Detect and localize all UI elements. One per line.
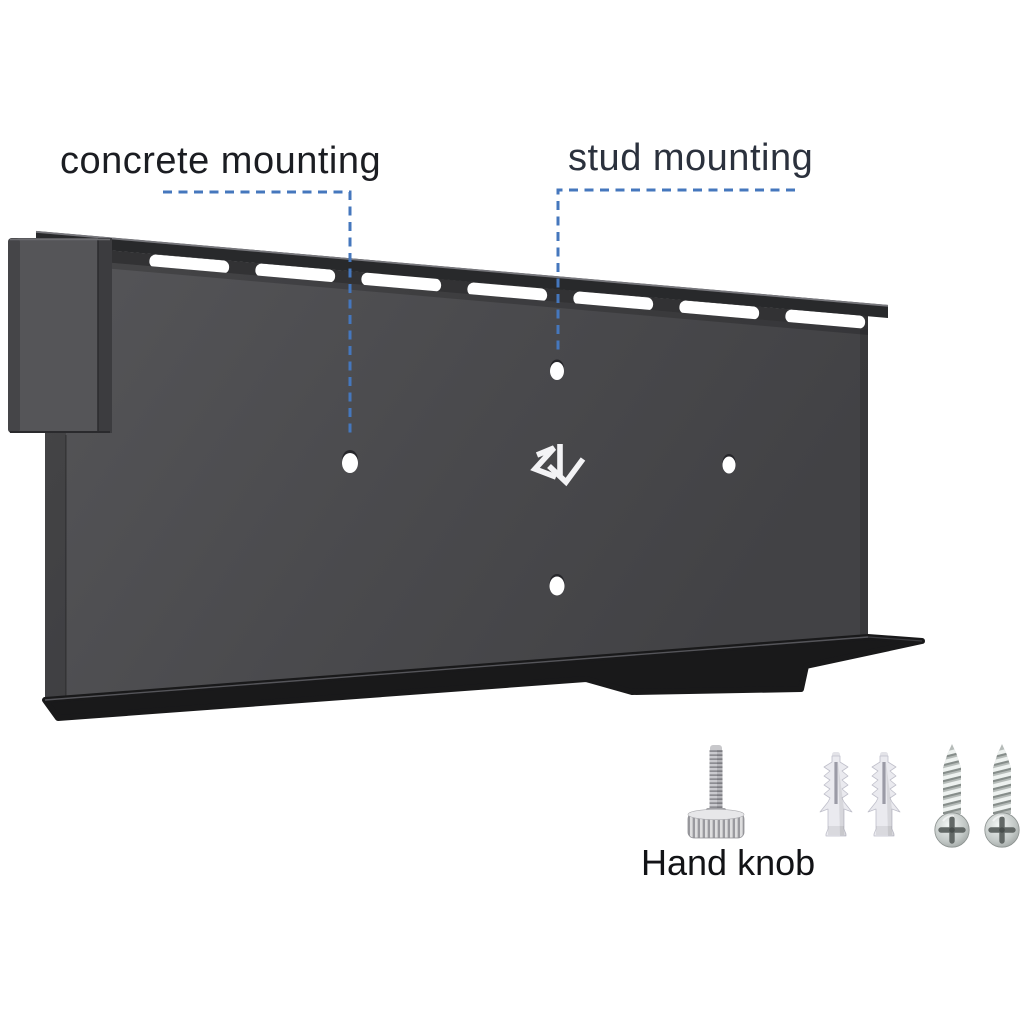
wall-anchor-icon — [867, 751, 901, 837]
screw-icon — [935, 744, 969, 847]
concrete-mounting-label: concrete mounting — [60, 140, 382, 182]
screw-icon — [985, 744, 1019, 847]
mount-hole-bottom — [549, 574, 565, 596]
mount-hole-concrete — [342, 450, 358, 473]
mount-hole-stud — [550, 359, 564, 380]
bracket-top-rail — [35, 230, 889, 318]
leader-line-concrete — [163, 190, 352, 438]
hand-knob-icon — [687, 745, 745, 839]
wall-anchor-icon — [819, 751, 853, 837]
stud-mounting-label: stud mounting — [568, 137, 814, 179]
mount-holes — [342, 359, 736, 596]
bracket-face — [45, 257, 868, 700]
bracket-side-clamp — [8, 238, 112, 433]
hand-knob-label: Hand knob — [641, 842, 816, 883]
hardware-set — [687, 744, 1019, 847]
bracket-shelf — [42, 634, 925, 721]
leader-line-stud — [556, 188, 795, 350]
brand-monogram-icon — [530, 444, 586, 487]
mount-hole-right — [722, 454, 736, 474]
bracket — [8, 230, 925, 721]
